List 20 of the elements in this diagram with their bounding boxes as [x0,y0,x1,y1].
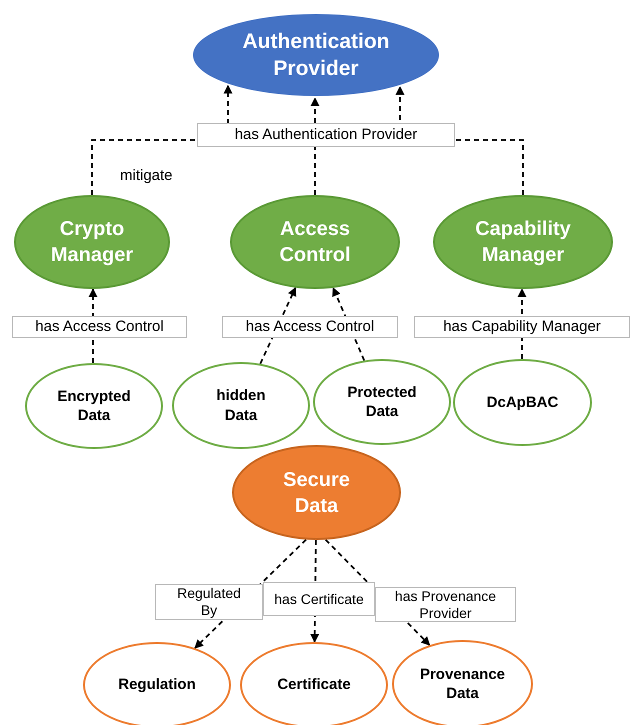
edge-label: has Access Control [222,316,398,338]
edge-label: has Certificate [263,582,375,616]
edge-label: has Authentication Provider [197,123,455,147]
relation-label: mitigate [120,167,173,184]
node-label: Access Control [278,217,352,268]
node-label: Secure Data [282,468,351,518]
edge-label: has Provenance Provider [375,587,516,622]
node-label: Protected Data [346,382,418,422]
node-label: hidden Data [215,386,267,425]
node-label: Crypto Manager [50,217,134,268]
node-label: Capability Manager [474,217,572,268]
node-label: DcApBAC [486,392,560,412]
edge-label: has Capability Manager [414,316,630,338]
node-label: Regulation [117,675,197,695]
node-label: Provenance Data [418,664,506,704]
edge-label: has Access Control [12,316,187,338]
node-label: Encrypted Data [56,386,132,426]
edge-label: Regulated By [155,584,263,620]
node-label: Certificate [276,675,352,695]
node-label: Authentication Provider [242,28,390,82]
